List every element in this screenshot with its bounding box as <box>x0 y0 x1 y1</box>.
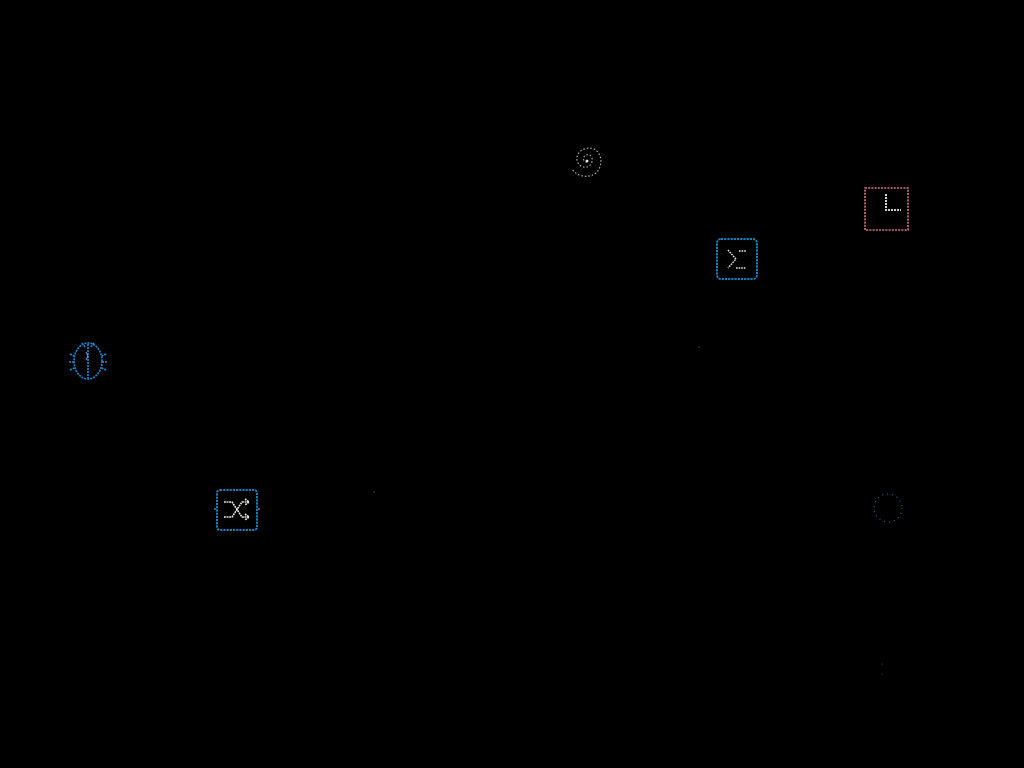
dotted-circle-icon <box>870 488 906 528</box>
spiral-icon[interactable] <box>563 135 611 185</box>
bug-icon[interactable] <box>66 336 110 384</box>
speck-dot <box>879 660 885 678</box>
shuffle-icon[interactable] <box>212 487 262 533</box>
speck-dot <box>697 345 701 349</box>
speck-dot <box>372 490 376 494</box>
sigma-icon[interactable] <box>715 237 759 281</box>
corner-bracket-icon[interactable] <box>863 186 910 232</box>
